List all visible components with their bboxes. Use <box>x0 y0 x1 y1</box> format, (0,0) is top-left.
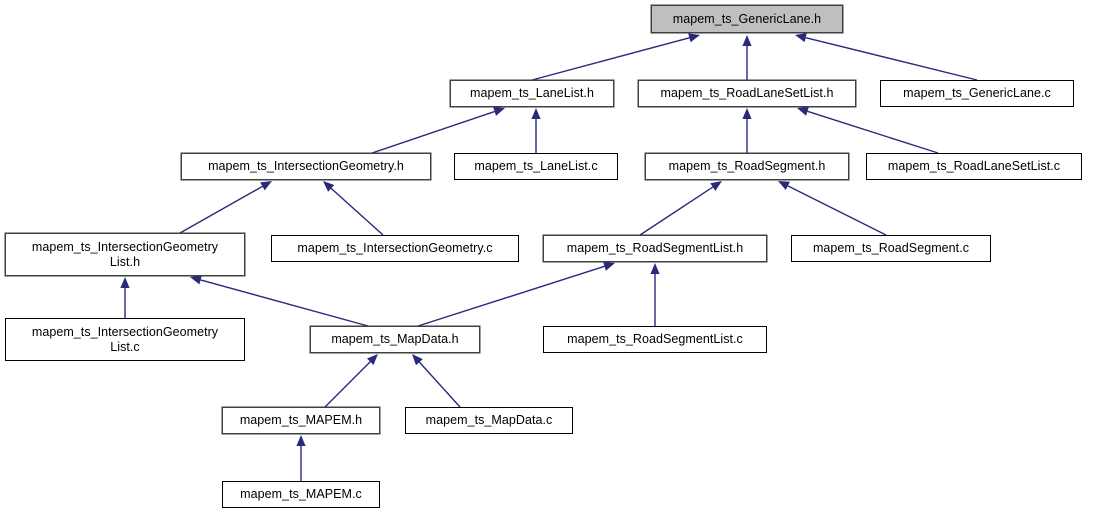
arrowhead-icon <box>603 261 615 271</box>
dependency-edge-road-segment-list-h-to-road-segment-h <box>639 181 722 236</box>
graph-node-mapem-ts-roadlanesetlist-h[interactable]: mapem_ts_RoadLaneSetList.h <box>638 80 856 107</box>
arrowhead-icon <box>366 354 378 366</box>
dependency-edge-lane-list-c-to-lane-list-h <box>531 108 541 153</box>
dependency-edge-mapem-h-to-map-data-h <box>324 354 378 408</box>
graph-node-mapem-ts-roadsegmentlist-h[interactable]: mapem_ts_RoadSegmentList.h <box>543 235 767 262</box>
graph-node-mapem-ts-mapdata-c[interactable]: mapem_ts_MapData.c <box>405 407 573 434</box>
graph-node-mapem-ts-roadsegmentlist-c[interactable]: mapem_ts_RoadSegmentList.c <box>543 326 767 353</box>
node-label: mapem_ts_GenericLane.h <box>672 11 822 26</box>
graph-node-mapem-ts-roadsegment-c[interactable]: mapem_ts_RoadSegment.c <box>791 235 991 262</box>
arrowhead-icon <box>797 106 809 116</box>
graph-node-mapem-ts-roadlanesetlist-c[interactable]: mapem_ts_RoadLaneSetList.c <box>866 153 1082 180</box>
node-label: mapem_ts_IntersectionGeometry List.c <box>31 324 219 354</box>
dependency-edge-road-lane-set-list-h-to-generic-lane-h <box>742 35 752 80</box>
node-label: mapem_ts_RoadSegment.c <box>812 241 970 255</box>
arrowhead-icon <box>688 33 700 43</box>
node-label: mapem_ts_RoadLaneSetList.h <box>660 86 834 100</box>
node-label: mapem_ts_IntersectionGeometry List.h <box>31 239 219 269</box>
graph-node-mapem-ts-genericlane-h[interactable]: mapem_ts_GenericLane.h <box>651 5 843 33</box>
dependency-edge-generic-lane-c-to-generic-lane-h <box>795 33 978 81</box>
arrowhead-icon <box>323 181 335 192</box>
dependency-edge-map-data-h-to-road-segment-list-h <box>417 261 615 327</box>
arrowhead-icon <box>190 275 202 285</box>
dependency-edge-intersection-geom-c-to-intersection-geom-h <box>323 181 384 236</box>
node-label: mapem_ts_RoadLaneSetList.c <box>887 159 1061 173</box>
node-label: mapem_ts_MAPEM.h <box>239 413 363 427</box>
arrowhead-icon <box>795 33 807 43</box>
dependency-edge-intersection-list-h-to-intersection-geom-h <box>179 181 272 234</box>
node-label: mapem_ts_MAPEM.c <box>240 487 362 501</box>
graph-node-mapem-ts-intersectiongeometry-h[interactable]: mapem_ts_IntersectionGeometry.h <box>181 153 431 180</box>
node-label: mapem_ts_IntersectionGeometry.h <box>208 159 404 173</box>
node-label: mapem_ts_RoadSegmentList.h <box>566 241 744 255</box>
node-label: mapem_ts_RoadSegmentList.c <box>567 332 743 346</box>
dependency-edge-lane-list-h-to-generic-lane-h <box>531 33 700 81</box>
node-label: mapem_ts_LaneList.c <box>474 159 598 173</box>
node-label: mapem_ts_LaneList.h <box>470 86 594 100</box>
node-label: mapem_ts_IntersectionGeometry.c <box>297 241 493 255</box>
graph-node-mapem-ts-intersectiongeometry-list-c[interactable]: mapem_ts_IntersectionGeometry List.c <box>5 318 245 361</box>
dependency-edge-road-segment-h-to-road-lane-set-list-h <box>742 108 752 153</box>
dependency-edge-intersection-geom-h-to-lane-list-h <box>371 107 505 154</box>
dependency-edge-road-lane-set-list-c-to-road-lane-set-list-h <box>797 106 939 154</box>
node-label: mapem_ts_MapData.h <box>331 332 459 346</box>
arrowhead-icon <box>710 181 722 191</box>
arrowhead-icon <box>778 181 790 191</box>
graph-node-mapem-ts-mapdata-h[interactable]: mapem_ts_MapData.h <box>310 326 480 353</box>
arrowhead-icon <box>742 108 752 119</box>
dependency-edge-mapem-c-to-mapem-h <box>296 435 306 481</box>
graph-node-mapem-ts-genericlane-c[interactable]: mapem_ts_GenericLane.c <box>880 80 1074 107</box>
node-label: mapem_ts_MapData.c <box>425 413 553 427</box>
node-label: mapem_ts_RoadSegment.h <box>668 159 826 173</box>
arrowhead-icon <box>120 277 130 288</box>
arrowhead-icon <box>531 108 541 119</box>
dependency-edge-road-segment-list-c-to-road-segment-list-h <box>650 263 660 326</box>
dependency-edge-road-segment-c-to-road-segment-h <box>778 181 887 236</box>
graph-node-mapem-ts-mapem-h[interactable]: mapem_ts_MAPEM.h <box>222 407 380 434</box>
graph-node-mapem-ts-lanelist-c[interactable]: mapem_ts_LaneList.c <box>454 153 618 180</box>
arrowhead-icon <box>650 263 660 274</box>
node-label: mapem_ts_GenericLane.c <box>903 86 1051 100</box>
arrowhead-icon <box>296 435 306 446</box>
arrowhead-icon <box>493 107 505 116</box>
graph-node-mapem-ts-intersectiongeometry-list-h[interactable]: mapem_ts_IntersectionGeometry List.h <box>5 233 245 276</box>
graph-node-mapem-ts-intersectiongeometry-c[interactable]: mapem_ts_IntersectionGeometry.c <box>271 235 519 262</box>
graph-node-mapem-ts-mapem-c[interactable]: mapem_ts_MAPEM.c <box>222 481 380 508</box>
graph-node-mapem-ts-lanelist-h[interactable]: mapem_ts_LaneList.h <box>450 80 614 107</box>
graph-node-mapem-ts-roadsegment-h[interactable]: mapem_ts_RoadSegment.h <box>645 153 849 180</box>
arrowhead-icon <box>260 181 272 191</box>
dependency-edge-intersection-list-c-to-intersection-list-h <box>120 277 130 318</box>
arrowhead-icon <box>742 35 752 46</box>
dependency-edge-map-data-c-to-map-data-h <box>412 354 461 408</box>
arrowhead-icon <box>412 354 423 366</box>
